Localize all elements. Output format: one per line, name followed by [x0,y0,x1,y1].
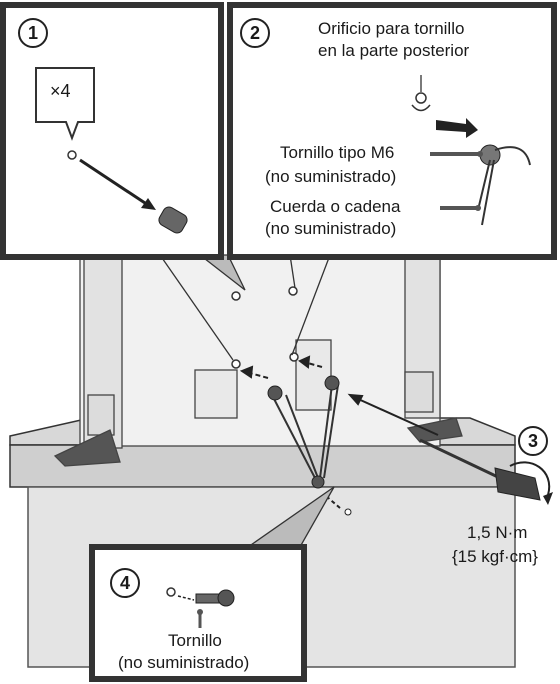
stand-screw-icon [345,509,351,515]
step-4-number: 4 [110,568,140,598]
hole-label-line1: Orificio para tornillo [318,18,464,40]
bracket-screw-icon [312,476,324,488]
quantity-label: ×4 [50,80,71,102]
m6-screw-label-line2: (no suministrado) [265,166,396,188]
wood-screw-label-line1: Tornillo [168,630,222,652]
wood-screw-label-line2: (no suministrado) [118,652,249,674]
step-1-number: 1 [18,18,48,48]
screw-hole-bottom-left [232,360,240,368]
cord-label-line1: Cuerda o cadena [270,196,400,218]
tv-back-panel [55,258,462,466]
torque-value-kgf: {15 kgf·cm} [452,546,538,568]
screw-right-icon [325,376,339,390]
hole-label-line2: en la parte posterior [318,40,469,62]
torque-value: 1,5 N·m [467,522,527,544]
screw-hole-top-right [289,287,297,295]
screw-left-icon [268,386,282,400]
cord-label-line2: (no suministrado) [265,218,396,240]
step-2-number: 2 [240,18,270,48]
m6-screw-label-line1: Tornillo tipo M6 [280,142,394,164]
screw-hole-bottom-right [290,353,298,361]
screw-hole-top-left [232,292,240,300]
step-3-number: 3 [518,426,548,456]
screw-hole-icon [416,93,426,103]
